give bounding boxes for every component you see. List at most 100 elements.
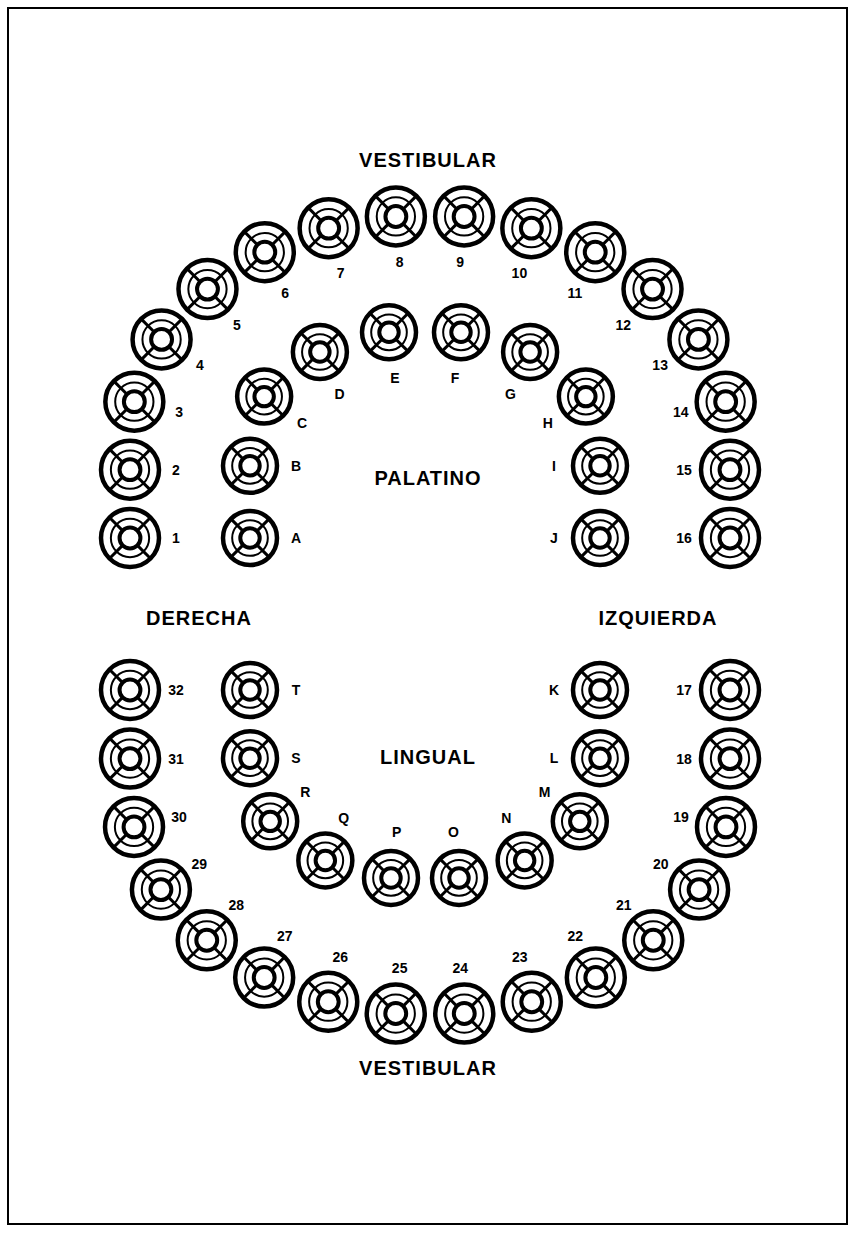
tooth-letter: I [552, 459, 556, 473]
tooth-symbol [670, 861, 728, 919]
tooth-divider [257, 519, 269, 531]
tooth-divider [733, 409, 746, 422]
tooth-occlusal [590, 680, 609, 699]
tooth-divider [301, 333, 313, 345]
tooth-divider [141, 806, 154, 819]
tooth-divider [539, 981, 552, 994]
tooth-divider [603, 260, 616, 273]
tooth-divider [587, 802, 599, 814]
tooth-occlusal [120, 748, 141, 769]
tooth-outline [235, 949, 293, 1007]
tooth-number: 4 [196, 358, 204, 372]
tooth-symbol [105, 798, 163, 856]
tooth-divider [114, 806, 127, 819]
tooth-divider [403, 993, 416, 1006]
tooth-divider [215, 296, 228, 309]
tooth-divider [705, 806, 718, 819]
tooth-symbol [367, 187, 425, 245]
tooth-symbol [101, 661, 159, 719]
tooth-divider [444, 993, 457, 1006]
tooth-divider [214, 948, 227, 961]
tooth-symbol [701, 509, 759, 567]
tooth-letter: F [451, 371, 460, 385]
tooth-outline [101, 730, 159, 788]
tooth-divider [257, 765, 269, 777]
tooth-symbol [367, 985, 425, 1043]
tooth-divider [169, 319, 182, 332]
tooth-divider [251, 802, 263, 814]
tooth-divider [733, 381, 746, 394]
tooth-divider [257, 671, 269, 683]
tooth-divider [660, 269, 673, 282]
tooth-outline [362, 305, 416, 359]
tooth-outline [237, 370, 291, 424]
tooth-divider [709, 477, 722, 490]
tooth-outline [498, 833, 552, 887]
tooth-symbol [697, 373, 755, 431]
surface-label: PALATINO [374, 468, 481, 488]
tooth-symbol [235, 949, 293, 1007]
tooth-letter: M [539, 785, 551, 799]
tooth-symbol [573, 439, 627, 493]
tooth-symbol [573, 511, 627, 565]
tooth-divider [593, 403, 605, 415]
tooth-outline [567, 949, 625, 1007]
tooth-letter: D [334, 387, 344, 401]
tooth-occlusal [381, 868, 400, 887]
tooth-occlusal [316, 851, 335, 870]
upper-permanent-arch [101, 187, 759, 567]
tooth-symbol [223, 439, 277, 493]
tooth-number: 32 [168, 683, 184, 697]
tooth-divider [737, 669, 750, 682]
tooth-occlusal [120, 459, 141, 480]
tooth-divider [705, 409, 718, 422]
tooth-divider [709, 669, 722, 682]
tooth-divider [472, 196, 485, 209]
tooth-divider [403, 1021, 416, 1034]
tooth-occlusal [124, 391, 145, 412]
tooth-letter: Q [338, 811, 349, 825]
tooth-divider [244, 232, 257, 245]
tooth-divider [109, 766, 122, 779]
tooth-symbol [573, 731, 627, 785]
tooth-symbol [434, 305, 488, 359]
tooth-number: 14 [673, 405, 689, 419]
tooth-divider [506, 867, 518, 879]
tooth-divider [472, 1021, 485, 1034]
tooth-symbol [299, 973, 357, 1031]
tooth-divider [372, 859, 384, 871]
tooth-divider [737, 738, 750, 751]
tooth-divider [511, 359, 523, 371]
tooth-divider [271, 403, 283, 415]
tooth-outline [133, 310, 191, 368]
tooth-symbol [624, 911, 682, 969]
tooth-occlusal [260, 812, 279, 831]
tooth-divider [709, 738, 722, 751]
tooth-occlusal [318, 218, 339, 239]
tooth-divider [257, 545, 269, 557]
tooth-occlusal [379, 323, 398, 342]
upper-primary-arch [223, 305, 627, 565]
tooth-divider [706, 347, 719, 360]
tooth-divider [137, 766, 150, 779]
tooth-divider [370, 313, 382, 325]
tooth-number: 11 [567, 286, 582, 300]
tooth-divider [231, 447, 243, 459]
tooth-divider [396, 339, 408, 351]
tooth-divider [581, 473, 593, 485]
tooth-divider [332, 841, 344, 853]
tooth-symbol [432, 851, 486, 905]
tooth-divider [581, 545, 593, 557]
tooth-divider [245, 403, 257, 415]
tooth-divider [308, 236, 321, 249]
tooth-occlusal [576, 387, 595, 406]
tooth-number: 24 [453, 961, 469, 975]
tooth-occlusal [449, 868, 468, 887]
tooth-symbol [503, 325, 557, 379]
tooth-number: 5 [233, 318, 241, 332]
tooth-divider [186, 920, 199, 933]
tooth-divider [403, 224, 416, 237]
tooth-number: 27 [277, 929, 293, 943]
tooth-number: 26 [332, 950, 348, 964]
tooth-number: 9 [456, 255, 464, 269]
